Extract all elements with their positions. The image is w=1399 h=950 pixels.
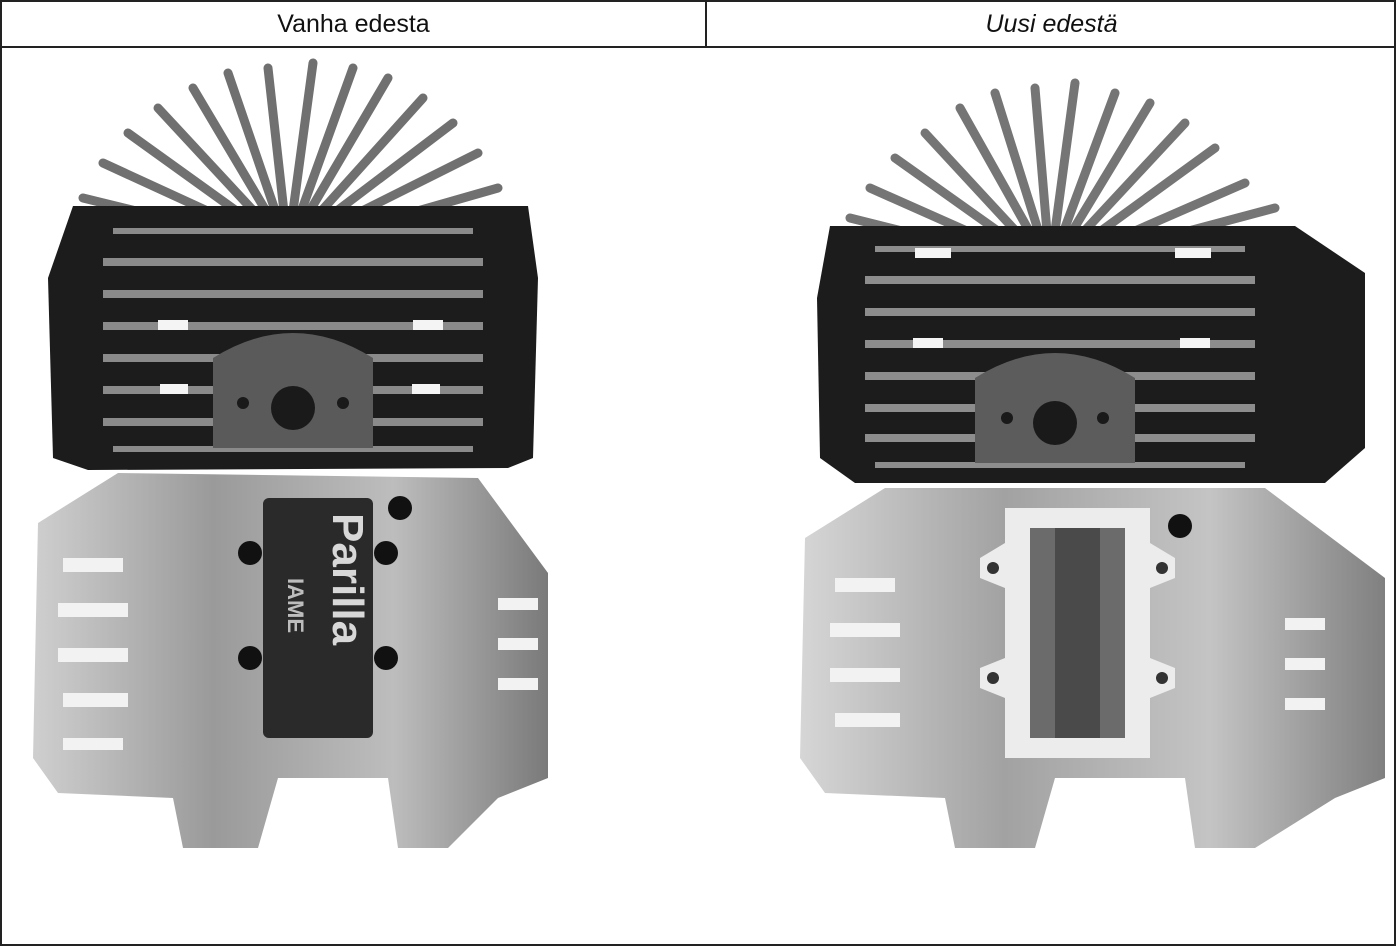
new-engine-front-photo [795,58,1395,858]
flange-holes [987,562,1168,684]
plate-bolts [238,496,412,670]
table-header-row: Vanha edesta Uusi edestä [2,2,1394,48]
left-column-header: Vanha edesta [2,2,707,46]
new-engine-illustration [800,78,1385,848]
cylinder-block [817,226,1365,483]
crankcase-fins [58,558,538,750]
plate-maker-text: IAME [283,578,308,633]
plate-brand-text: Parilla [323,513,372,646]
right-column-header: Uusi edestä [707,2,1396,46]
old-engine-front-photo: Parilla IAME [28,58,558,858]
old-engine-illustration: Parilla IAME [33,58,548,848]
intake-cover-plate [263,498,373,738]
crankcase-fins [830,578,1325,727]
right-header-text: Uusi edestä [985,9,1118,38]
left-header-text: Vanha edesta [277,9,430,38]
